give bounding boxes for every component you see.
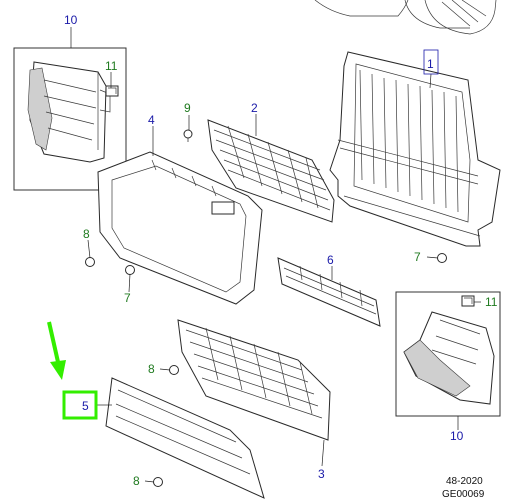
callout-11-top: 11 [105, 59, 118, 73]
part-5-lower-bezel [105, 377, 265, 499]
fastener-8-bottom [153, 477, 163, 487]
part-1-air-deflector-frame [329, 51, 501, 247]
fastener-7-right [437, 253, 447, 263]
callout-1: 1 [427, 57, 434, 71]
footer-ref: 48-2020 [446, 476, 483, 487]
callout-10-top: 10 [64, 13, 78, 27]
part-6-grille-strip [277, 257, 381, 327]
fastener-8-upper [85, 257, 95, 267]
inset-box-right [395, 291, 501, 417]
part-2-upper-grille [207, 119, 335, 223]
callout-7-lower: 7 [124, 291, 131, 305]
highlight-box-part-5 [62, 390, 98, 420]
part-4-grille-surround [97, 151, 263, 305]
callout-4: 4 [148, 113, 155, 127]
callout-10-right: 10 [450, 429, 464, 443]
highlight-arrow [47, 321, 66, 380]
fastener-9 [183, 129, 193, 142]
leader-lines [70, 27, 481, 483]
callout-5: 5 [82, 399, 89, 413]
fastener-7-lower [125, 265, 135, 275]
callout-8-upper: 8 [83, 227, 90, 241]
callout-11-right: 11 [485, 295, 498, 309]
callout-3: 3 [318, 467, 325, 481]
callout-9: 9 [184, 101, 191, 115]
part-3-lower-grille [177, 319, 331, 441]
callout-6: 6 [327, 253, 334, 267]
footer-code: GE00069 [442, 489, 485, 500]
callout-8-middle: 8 [148, 362, 155, 376]
fastener-8-middle [169, 365, 179, 375]
callout-7-right: 7 [414, 250, 421, 264]
vehicle-outline [314, 0, 497, 35]
callout-2: 2 [251, 101, 258, 115]
callout-8-bottom: 8 [133, 474, 140, 488]
callout-1-box [423, 49, 439, 75]
inset-box-left [13, 47, 127, 191]
